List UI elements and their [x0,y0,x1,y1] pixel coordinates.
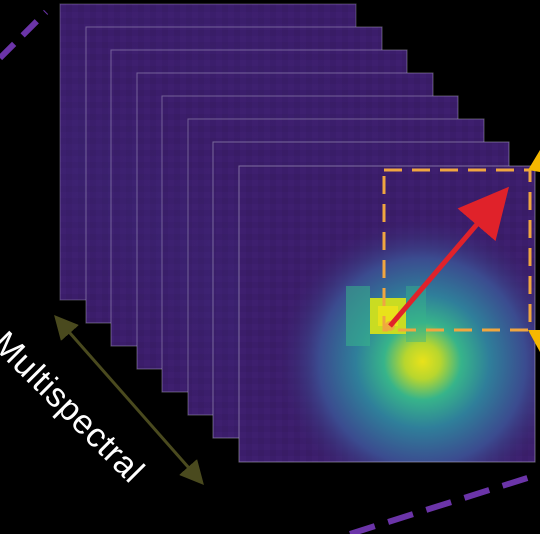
spectral-dimension-arrow [54,314,204,486]
boundary-arrow-top [528,150,540,172]
dashed-boundary-top-left [0,9,49,61]
dashed-boundary-bottom-right [349,471,540,534]
displacement-arrow [388,186,509,328]
dashed-patch-outline [382,168,532,332]
boundary-arrow-bottom [528,330,540,352]
